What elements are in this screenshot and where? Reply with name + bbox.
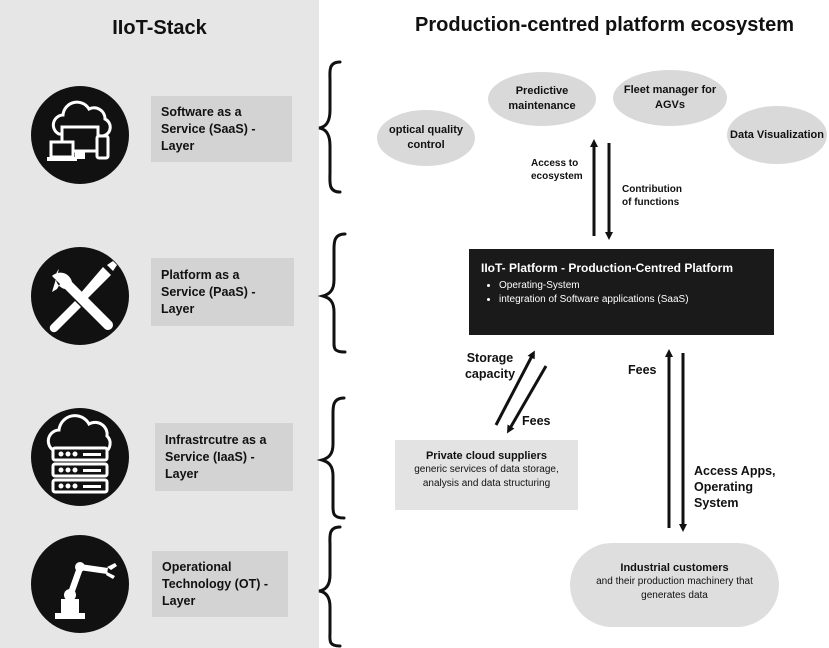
arrow-storage bbox=[494, 350, 535, 426]
brace-paas bbox=[317, 232, 347, 354]
customers-title: Industrial customers bbox=[620, 562, 729, 574]
brace-ot bbox=[318, 525, 342, 648]
label-fees-cloud: Fees bbox=[522, 414, 551, 428]
cloud-title: Private cloud suppliers bbox=[425, 450, 548, 462]
label-access-ecosystem: Access to ecosystem bbox=[531, 158, 583, 182]
cloud-server-icon bbox=[31, 408, 129, 506]
wrench-screwdriver-icon bbox=[31, 247, 129, 345]
label-access-apps: Access Apps, Operating System bbox=[694, 464, 776, 510]
industrial-customers-box: Industrial customers and their productio… bbox=[570, 543, 779, 627]
ecosystem-title: Production-centred platform ecosystem bbox=[415, 14, 794, 36]
brace-saas bbox=[318, 60, 342, 194]
cloud-devices-icon bbox=[31, 86, 129, 184]
iiot-stack-title: IIoT-Stack bbox=[112, 17, 207, 39]
label-fees-customers: Fees bbox=[628, 363, 657, 377]
robot-arm-icon bbox=[31, 535, 129, 633]
cloud-description: generic services of data storage, analys… bbox=[414, 464, 559, 489]
app-fleet-manager: Fleet manager for AGVs bbox=[613, 70, 727, 126]
label-contribution: Contribution of functions bbox=[622, 184, 682, 208]
customers-description: and their production machinery that gene… bbox=[596, 576, 753, 601]
private-cloud-suppliers-box: Private cloud suppliers generic services… bbox=[395, 440, 578, 510]
iiot-platform-box: IIoT- Platform - Production-Centred Plat… bbox=[469, 249, 774, 335]
platform-bullet: integration of Software applications (Sa… bbox=[499, 293, 762, 307]
label-storage-capacity: Storage capacity bbox=[464, 351, 516, 381]
brace-iaas bbox=[316, 396, 346, 520]
platform-bullets: Operating-System integration of Software… bbox=[481, 279, 762, 307]
app-optical-quality-control: optical quality control bbox=[377, 110, 475, 166]
paas-layer-label: Platform as a Service (PaaS) - Layer bbox=[151, 258, 294, 326]
saas-layer-label: Software as a Service (SaaS) - Layer bbox=[151, 96, 292, 162]
app-data-visualization: Data Visualization bbox=[727, 106, 827, 164]
arrow-fees-cloud bbox=[506, 365, 548, 434]
iaas-layer-label: Infrastrcutre as a Service (IaaS) - Laye… bbox=[155, 423, 293, 491]
app-predictive-maintenance: Predictive maintenance bbox=[488, 72, 596, 126]
platform-bullet: Operating-System bbox=[499, 279, 762, 293]
ot-layer-label: Operational Technology (OT) - Layer bbox=[152, 551, 288, 617]
platform-title: IIoT- Platform - Production-Centred Plat… bbox=[481, 261, 734, 275]
